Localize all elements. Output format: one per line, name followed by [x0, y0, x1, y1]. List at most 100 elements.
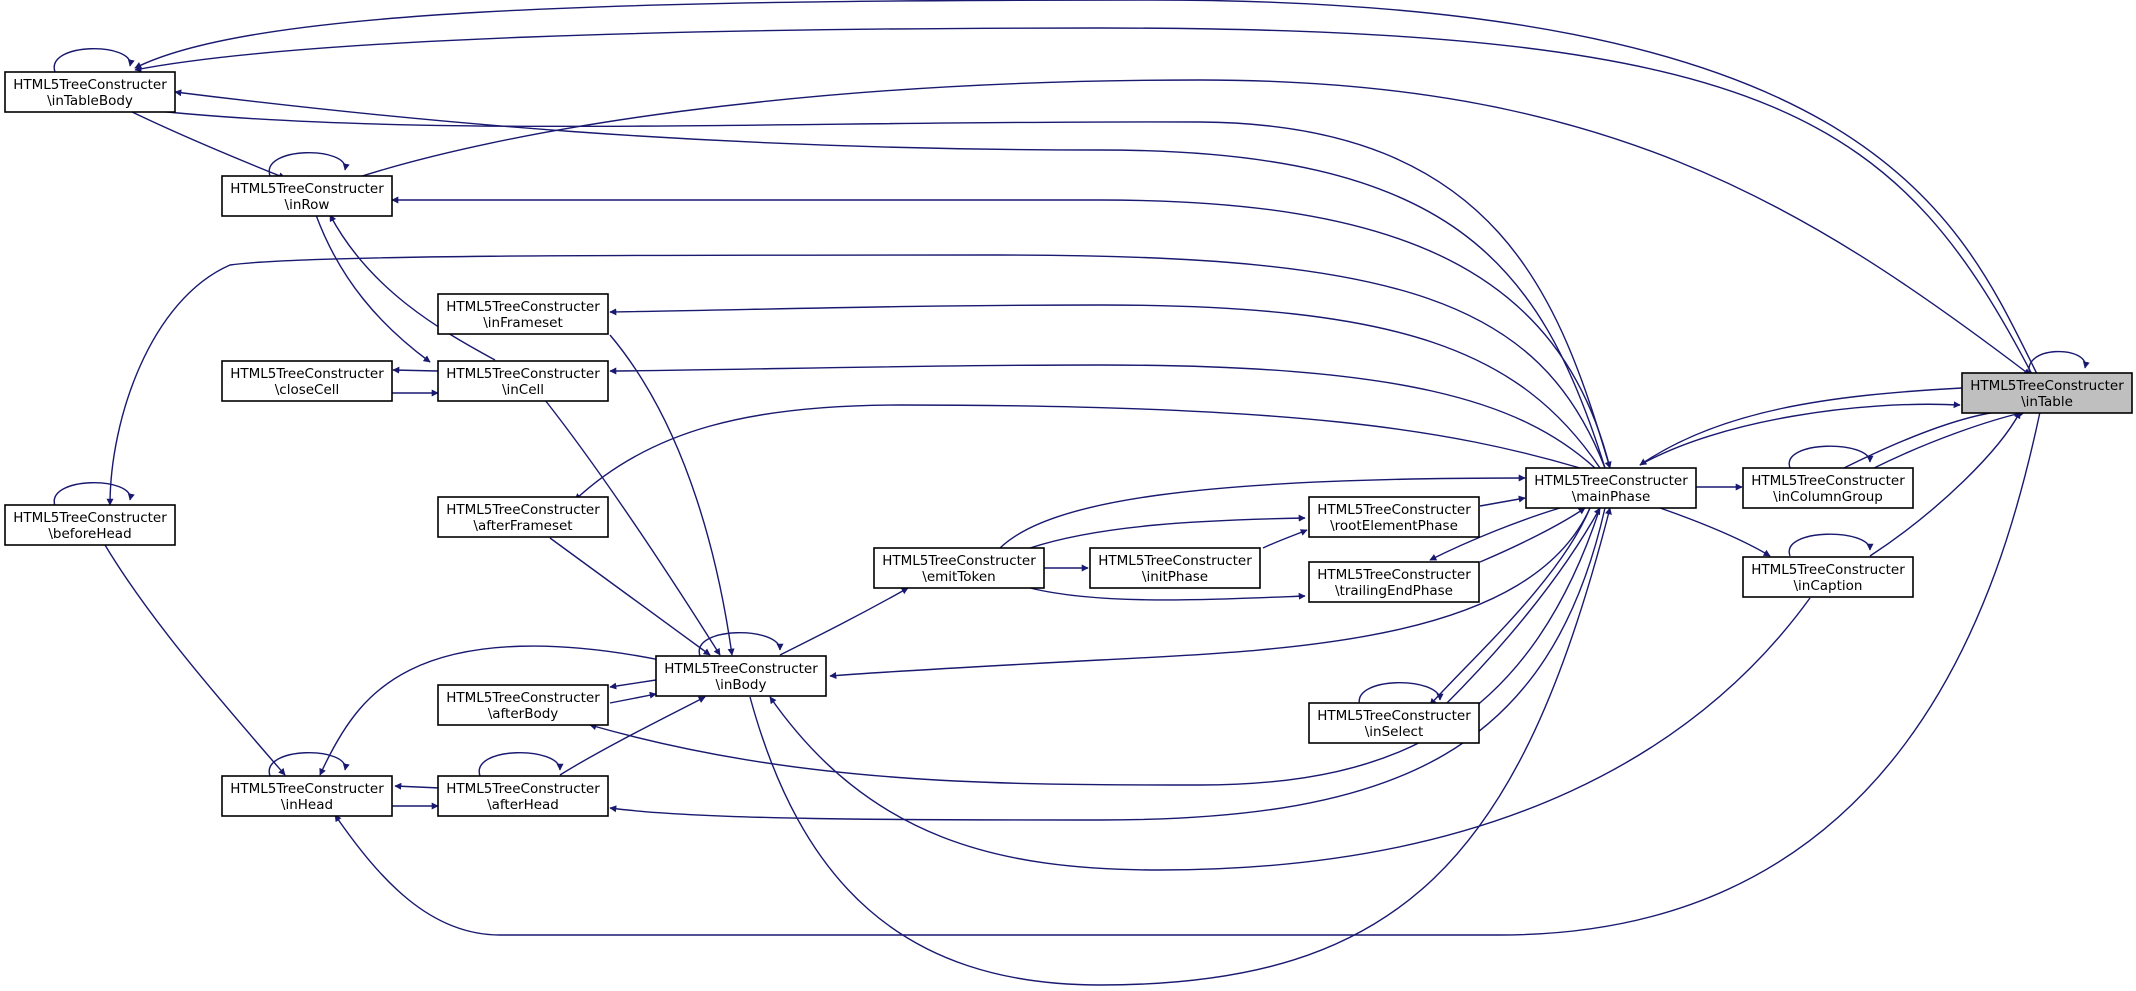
node-emitToken[interactable]: HTML5TreeConstructer \emitToken — [873, 547, 1045, 589]
node-afterBody-line2: \afterBody — [488, 706, 559, 722]
edge-emitToken-to-mainPhase — [999, 474, 1526, 549]
node-beforeHead-line1: HTML5TreeConstructer — [13, 510, 167, 526]
node-emitToken-line1: HTML5TreeConstructer — [882, 553, 1036, 569]
node-trailingEndPhase-line2: \trailingEndPhase — [1335, 583, 1453, 599]
edge-inHead-self — [268, 751, 350, 777]
node-inTable[interactable]: HTML5TreeConstructer \inTable — [1961, 372, 2133, 414]
edge-inBody-self — [698, 631, 784, 657]
edge-mainPhase-to-inCell — [609, 364, 1596, 469]
nodes-layer: HTML5TreeConstructer \inTableBody HTML5T… — [4, 71, 2133, 817]
node-inBody-line1: HTML5TreeConstructer — [664, 661, 818, 677]
edge-mainPhase-to-inFrameset — [609, 304, 1601, 469]
node-closeCell[interactable]: HTML5TreeConstructer \closeCell — [221, 360, 393, 402]
edge-inColumnGroup-self — [1788, 445, 1874, 469]
edge-inTableBody-self — [53, 47, 135, 73]
edge-afterFrameset-to-inBody — [549, 537, 711, 656]
edge-emitToken-to-rootElementPhase — [1029, 514, 1306, 549]
edge-afterHead-self — [478, 751, 564, 777]
node-inRow[interactable]: HTML5TreeConstructer \inRow — [221, 175, 393, 217]
edge-rootElementPhase-to-mainPhase — [1479, 495, 1526, 507]
edge-afterBody-to-inBody — [609, 691, 657, 704]
edge-inBody-to-emitToken — [779, 587, 909, 656]
edge-mainPhase-to-beforeHead — [106, 254, 1606, 506]
edge-inSelect-self — [1358, 681, 1444, 707]
edge-inBody-to-mainPhase-bottom — [749, 507, 1612, 986]
node-inColumnGroup-line2: \inColumnGroup — [1773, 489, 1883, 505]
node-inFrameset-line2: \inFrameset — [483, 315, 563, 331]
edge-beforeHead-to-inHead — [104, 544, 286, 776]
node-mainPhase-line1: HTML5TreeConstructer — [1534, 473, 1688, 489]
edge-inTable-self — [2028, 350, 2090, 376]
node-inHead-line2: \inHead — [281, 797, 333, 813]
edge-mainPhase-to-inRow — [391, 196, 1611, 469]
node-rootElementPhase-line1: HTML5TreeConstructer — [1317, 502, 1471, 518]
edge-mainPhase-to-inTableBody — [174, 89, 1606, 469]
node-afterHead[interactable]: HTML5TreeConstructer \afterHead — [437, 775, 609, 817]
edge-inTable-to-mainPhase — [1639, 387, 1963, 466]
edge-inRow-to-inTable — [349, 79, 2031, 376]
edge-mainPhase-to-afterHead — [609, 507, 1606, 821]
node-inCell-line1: HTML5TreeConstructer — [446, 366, 600, 382]
node-afterFrameset[interactable]: HTML5TreeConstructer \afterFrameset — [437, 496, 609, 538]
node-mainPhase[interactable]: HTML5TreeConstructer \mainPhase — [1525, 467, 1697, 509]
node-inTableBody-line1: HTML5TreeConstructer — [13, 77, 167, 93]
edge-mainPhase-to-afterFrameset — [574, 404, 1581, 501]
edge-inCaption-self — [1788, 533, 1874, 557]
node-emitToken-line2: \emitToken — [922, 569, 995, 585]
node-inTable-line1: HTML5TreeConstructer — [1970, 378, 2124, 394]
node-rootElementPhase[interactable]: HTML5TreeConstructer \rootElementPhase — [1308, 496, 1480, 538]
node-afterBody[interactable]: HTML5TreeConstructer \afterBody — [437, 684, 609, 726]
edge-inRow-to-inCell — [315, 214, 431, 363]
node-inFrameset-line1: HTML5TreeConstructer — [446, 299, 600, 315]
edge-mainPhase-to-inCaption — [1659, 507, 1771, 557]
node-closeCell-line1: HTML5TreeConstructer — [230, 366, 384, 382]
node-afterFrameset-line2: \afterFrameset — [473, 518, 572, 534]
edges-layer — [53, 0, 2090, 986]
node-inColumnGroup[interactable]: HTML5TreeConstructer \inColumnGroup — [1742, 467, 1914, 509]
node-trailingEndPhase[interactable]: HTML5TreeConstructer \trailingEndPhase — [1308, 561, 1480, 603]
edge-inCell-to-closeCell — [392, 366, 439, 374]
edge-inSelect-to-mainPhase — [1444, 507, 1601, 706]
edge-afterHead-to-inHead — [394, 782, 441, 790]
edge-afterHead-to-inBody — [559, 696, 706, 776]
edge-inColumnGroup-to-inTable-2 — [1839, 406, 2021, 471]
node-inCaption-line1: HTML5TreeConstructer — [1751, 562, 1905, 578]
edge-inCell-to-inRow — [329, 214, 496, 361]
edge-mainPhase-to-inBody — [829, 507, 1591, 679]
node-beforeHead[interactable]: HTML5TreeConstructer \beforeHead — [4, 504, 176, 546]
node-afterFrameset-line1: HTML5TreeConstructer — [446, 502, 600, 518]
node-inSelect-line2: \inSelect — [1365, 724, 1424, 740]
node-initPhase-line1: HTML5TreeConstructer — [1098, 553, 1252, 569]
edge-inTable-to-inTableBody-2 — [134, 27, 2036, 381]
node-inSelect-line1: HTML5TreeConstructer — [1317, 708, 1471, 724]
node-inCaption[interactable]: HTML5TreeConstructer \inCaption — [1742, 556, 1914, 598]
edge-inCaption-to-inBody — [769, 597, 1811, 871]
node-beforeHead-line2: \beforeHead — [48, 526, 131, 542]
node-inBody[interactable]: HTML5TreeConstructer \inBody — [655, 655, 827, 697]
node-inRow-line1: HTML5TreeConstructer — [230, 181, 384, 197]
node-initPhase[interactable]: HTML5TreeConstructer \initPhase — [1089, 547, 1261, 589]
node-inBody-line2: \inBody — [716, 677, 767, 693]
edge-inTableBody-to-inRow — [129, 110, 286, 179]
edge-trailingEndPhase-to-mainPhase — [1479, 507, 1586, 563]
node-rootElementPhase-line2: \rootElementPhase — [1330, 518, 1458, 534]
edge-mainPhase-to-inSelect — [1429, 507, 1591, 706]
edge-mainPhase-to-inTable — [1639, 401, 1961, 466]
node-inCell[interactable]: HTML5TreeConstructer \inCell — [437, 360, 609, 402]
node-inSelect[interactable]: HTML5TreeConstructer \inSelect — [1308, 702, 1480, 744]
node-inFrameset[interactable]: HTML5TreeConstructer \inFrameset — [437, 293, 609, 335]
node-inColumnGroup-line1: HTML5TreeConstructer — [1751, 473, 1905, 489]
edge-mainPhase-to-trailingEndPhase — [1429, 507, 1561, 561]
node-inHead[interactable]: HTML5TreeConstructer \inHead — [221, 775, 393, 817]
edge-inBody-to-inHead — [319, 645, 661, 776]
edge-initPhase-to-rootElementPhase — [1262, 529, 1308, 549]
node-inTableBody[interactable]: HTML5TreeConstructer \inTableBody — [4, 71, 176, 113]
node-mainPhase-line2: \mainPhase — [1572, 489, 1651, 505]
edge-inFrameset-to-inBody — [609, 334, 735, 656]
edge-inCaption-to-inTable — [1869, 411, 2021, 557]
edge-inTable-to-inTableBody — [134, 0, 2041, 381]
edge-inTable-to-inHead — [334, 411, 2041, 936]
edge-beforeHead-self — [53, 481, 135, 507]
node-inTableBody-line2: \inTableBody — [47, 93, 133, 109]
